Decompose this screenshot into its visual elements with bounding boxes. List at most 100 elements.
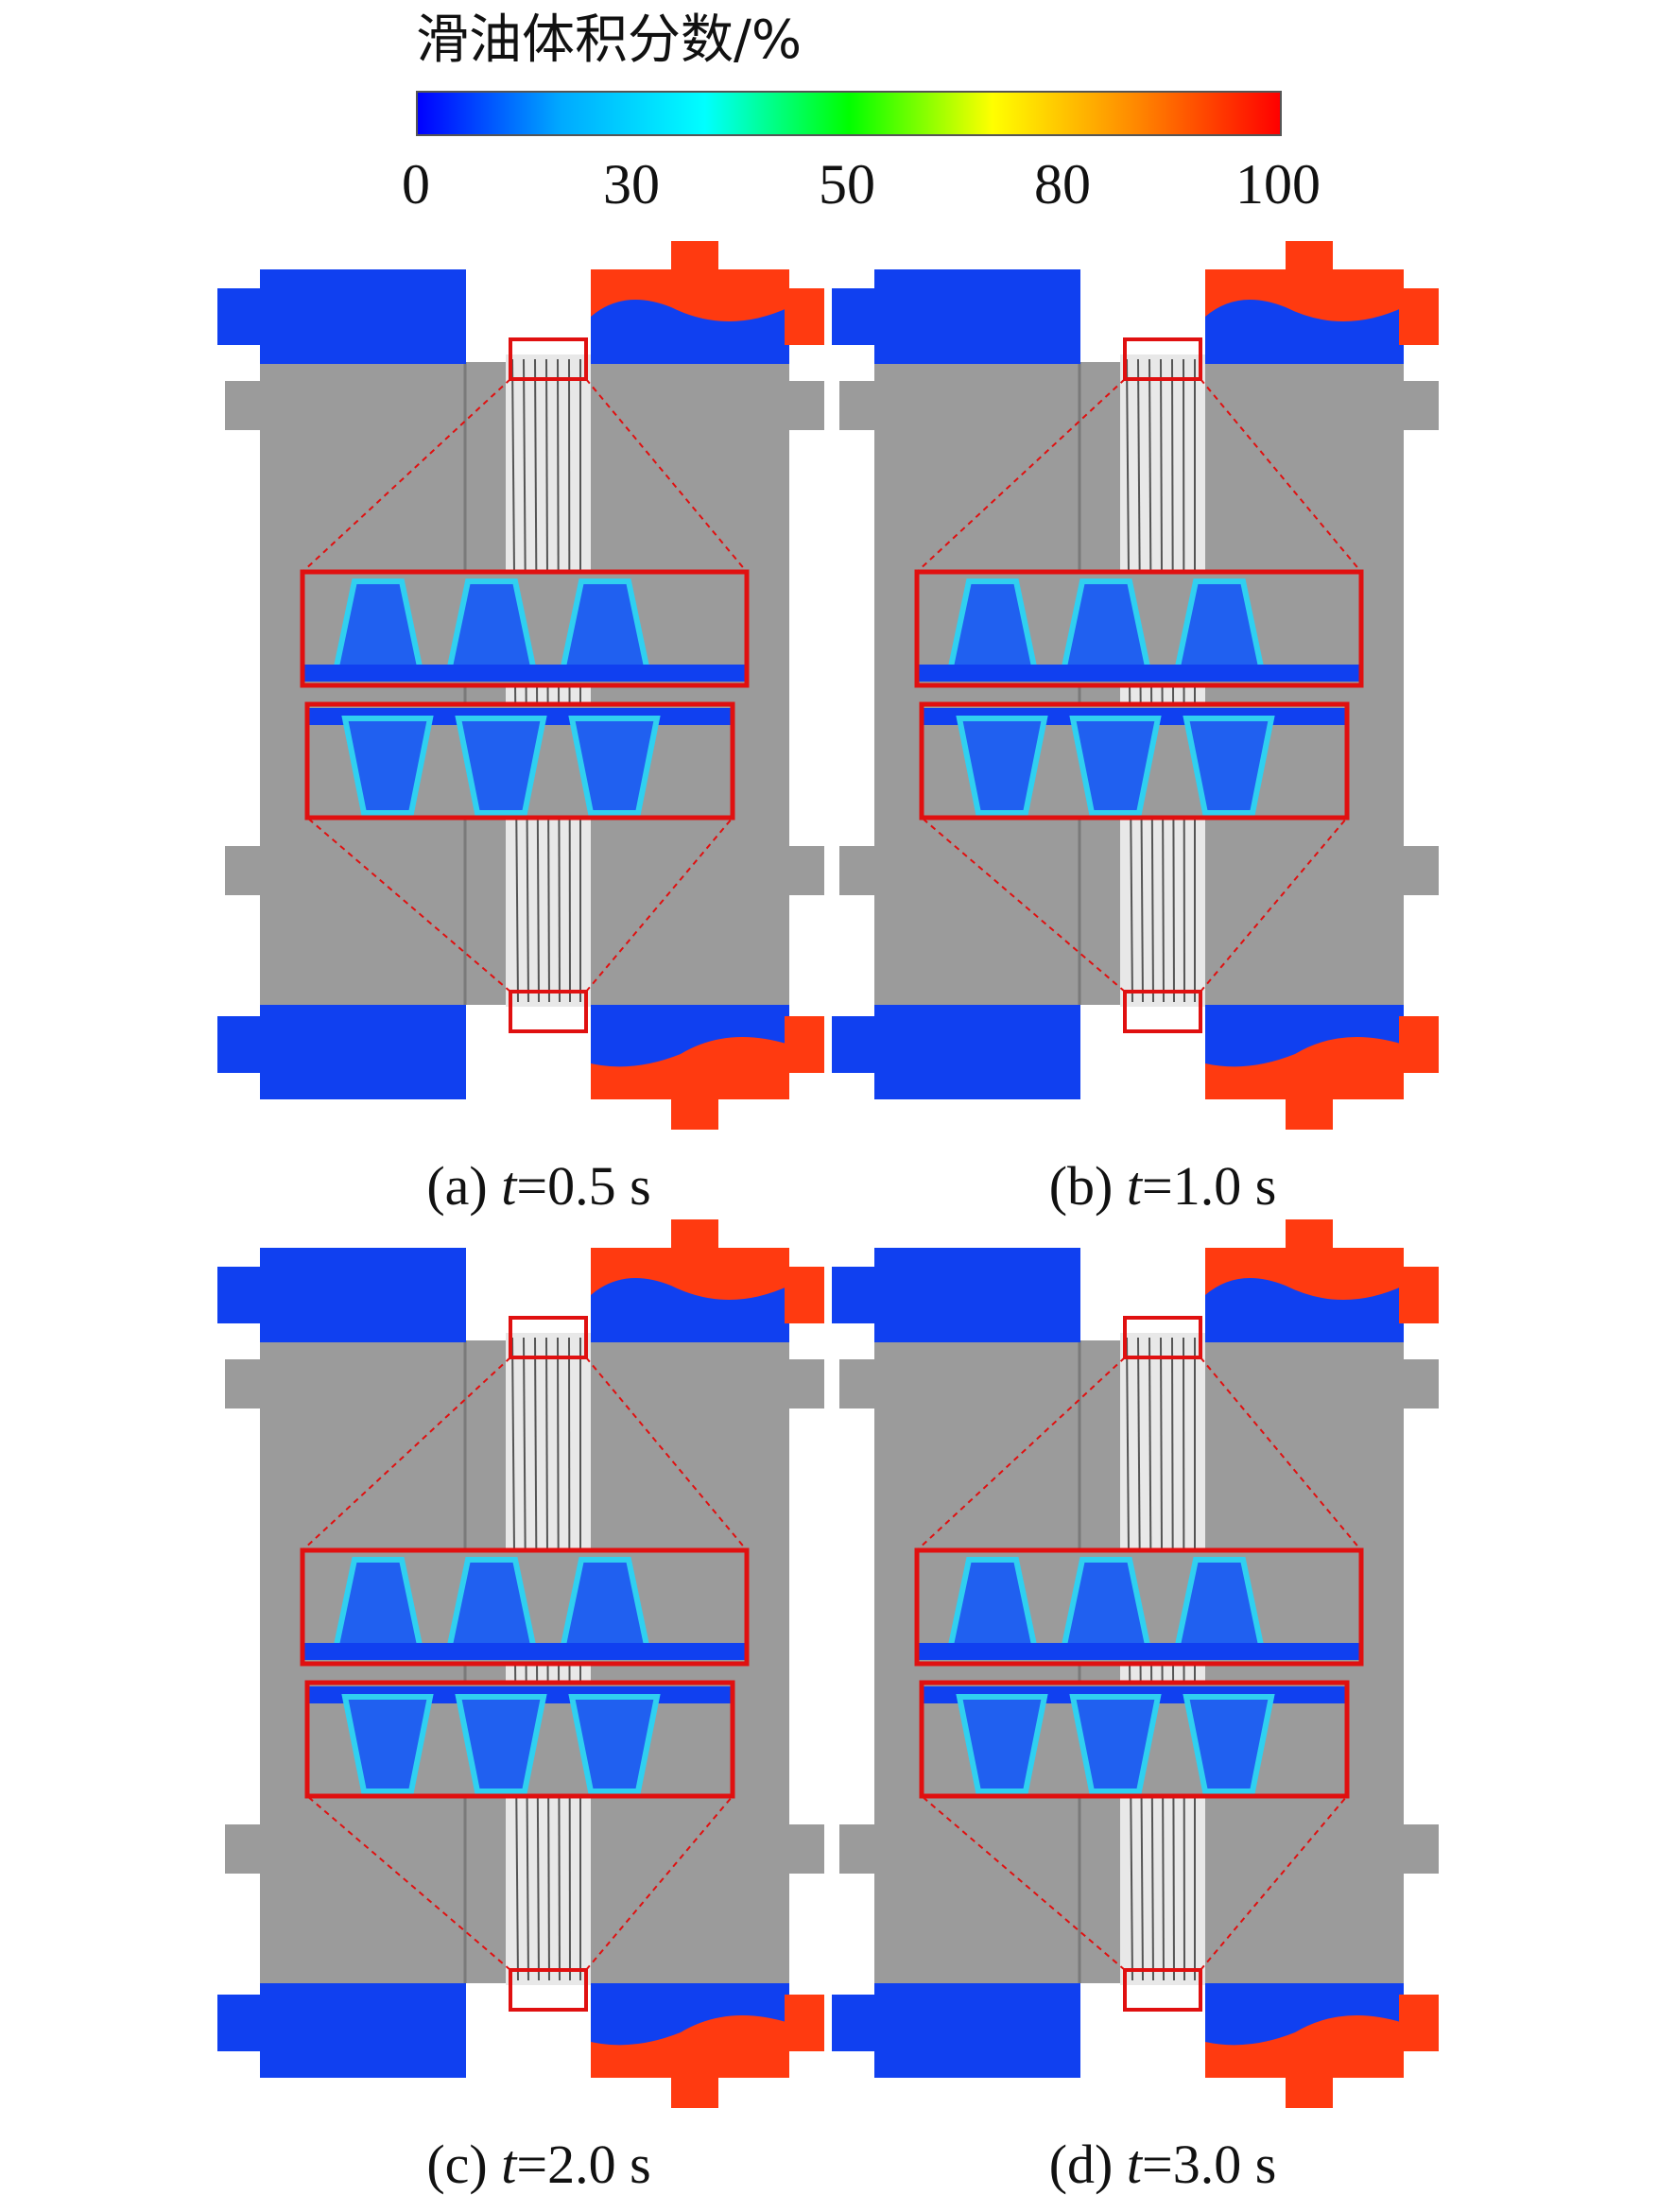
zoom-inset-bottom [304,701,735,821]
zoom-channel-bottom-2 [568,716,661,816]
highlight-small-bottom [1123,990,1202,1033]
simulation-diagram-a [217,241,824,1130]
top-right-outlet [785,1267,824,1323]
caption-a-value: =0.5 s [516,1155,651,1217]
top-left-inlet [217,288,265,345]
caption-a-label: (a) [426,1155,488,1217]
zoom-channel-bottom-1 [455,1694,547,1794]
zoom-line-3 [1200,1795,1348,1971]
top-left-inlet [832,288,879,345]
zoom-channel-bottom-0 [956,716,1048,816]
bottom-left-header [260,1005,466,1099]
bottom-right-oil-layer [1205,2015,1404,2078]
side-lug-left-1 [225,1824,263,1874]
top-right-nozzle [671,241,718,273]
zoom-inset-top [300,569,750,688]
side-lug-right-0 [1401,381,1439,430]
colorbar-tick-0: 0 [402,153,430,216]
zoom-line-1 [1200,1357,1362,1551]
top-right-nozzle [671,1219,718,1252]
bottom-right-oil-layer [1205,1037,1404,1099]
side-lug-right-0 [786,1359,824,1408]
panel-c [217,1219,841,2108]
side-lug-left-0 [839,1359,877,1408]
caption-d-var: t [1126,2134,1142,2195]
top-right-outlet [785,288,824,345]
top-left-inlet [217,1267,265,1323]
top-right-outlet [1399,1267,1439,1323]
highlight-small-top [509,1316,588,1359]
colorbar-tick-100: 100 [1235,153,1321,216]
bottom-right-nozzle [671,2076,718,2108]
bottom-left-inlet [217,1995,265,2051]
bottom-right-outlet [785,1016,824,1073]
zoom-channel-bottom-0 [341,1694,434,1794]
zoom-line-2 [921,817,1126,993]
side-lug-left-1 [225,846,263,895]
colorbar-title: 滑油体积分数/% [416,9,803,71]
side-lug-left-0 [225,1359,263,1408]
highlight-small-bottom [1123,1968,1202,2012]
top-left-header [260,269,466,364]
bottom-right-nozzle [1286,1097,1333,1130]
caption-b-var: t [1126,1155,1142,1217]
zoom-inset-top [914,569,1364,688]
side-lug-right-1 [786,846,824,895]
caption-b: (b) t=1.0 s [1049,1153,1277,1219]
top-right-nozzle [1286,241,1333,273]
bottom-right-nozzle [671,1097,718,1130]
zoom-channel-bottom-1 [1069,1694,1162,1794]
zoom-line-2 [306,817,511,993]
zoom-channel-bottom-2 [1183,716,1275,816]
simulation-diagram-d [832,1219,1439,2108]
bottom-left-header [874,1983,1080,2078]
bottom-right-outlet [785,1995,824,2051]
top-right-oil-layer [591,1248,789,1300]
top-left-header [260,1248,466,1342]
zoom-channel-bottom-0 [956,1694,1048,1794]
highlight-small-bottom [509,990,588,1033]
bottom-left-inlet [832,1016,879,1073]
caption-c-value: =2.0 s [516,2134,651,2195]
zoom-inset-top-base [302,665,747,682]
zoom-line-1 [585,378,748,573]
side-lug-right-0 [1401,1359,1439,1408]
zoom-line-3 [1200,817,1348,993]
side-lug-left-0 [225,381,263,430]
top-right-oil-layer [591,269,789,321]
side-lug-right-1 [786,1824,824,1874]
highlight-small-top [1123,1316,1202,1359]
panel-a [217,241,841,1130]
highlight-small-bottom [509,1968,588,2012]
caption-d: (d) t=3.0 s [1049,2132,1277,2198]
caption-d-value: =3.0 s [1141,2134,1277,2195]
caption-a: (a) t=0.5 s [426,1153,650,1219]
bottom-right-oil-layer [591,2015,789,2078]
zoom-channel-bottom-2 [568,1694,661,1794]
top-right-oil-layer [1205,1248,1404,1300]
side-lug-left-1 [839,1824,877,1874]
colorbar-tick-50: 50 [819,153,875,216]
top-right-outlet [1399,288,1439,345]
caption-d-label: (d) [1048,2134,1114,2195]
caption-b-label: (b) [1048,1155,1114,1217]
zoom-line-2 [921,1795,1126,1971]
top-left-header [874,269,1080,364]
caption-c-var: t [501,2134,517,2195]
zoom-line-3 [585,817,734,993]
zoom-inset-top [914,1547,1364,1667]
zoom-inset-top-base [917,665,1361,682]
bottom-left-header [874,1005,1080,1099]
panel-b [832,241,1456,1130]
zoom-inset-top-base [302,1643,747,1660]
zoom-line-1 [585,1357,748,1551]
top-left-header [874,1248,1080,1342]
colorbar-tick-30: 30 [603,153,660,216]
highlight-small-top [509,337,588,381]
side-lug-right-0 [786,381,824,430]
bottom-right-outlet [1399,1995,1439,2051]
zoom-channel-bottom-1 [1069,716,1162,816]
bottom-left-inlet [832,1995,879,2051]
zoom-line-2 [306,1795,511,1971]
top-right-nozzle [1286,1219,1333,1252]
